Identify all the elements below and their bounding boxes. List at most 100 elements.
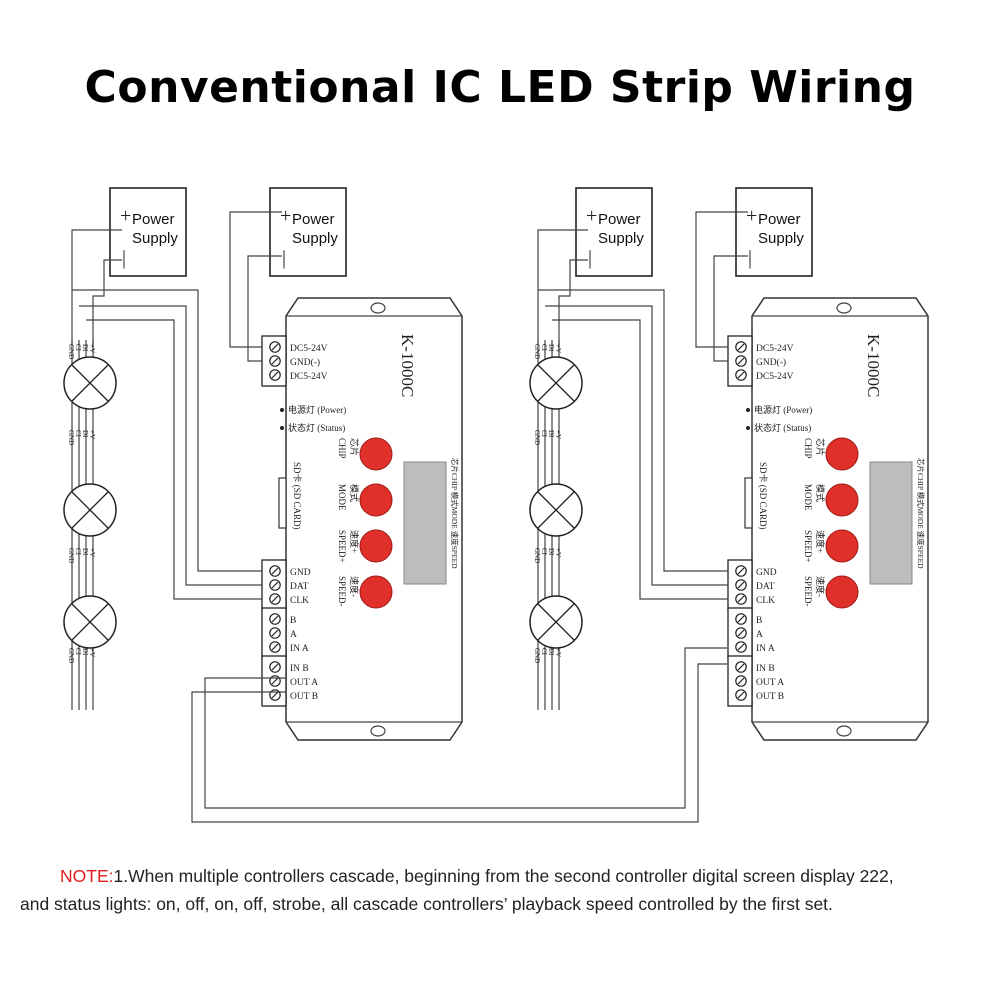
power-supply-label-line2: Supply xyxy=(758,230,804,247)
strip-wire-label: CI xyxy=(74,430,82,438)
button-label-cn: 速度+ xyxy=(349,530,360,553)
strip-wire-label: DI xyxy=(81,430,89,438)
strip-wire-label: GND xyxy=(533,548,541,563)
indicator-label: 电源灯 (Power) xyxy=(288,404,346,415)
controller-power-plus-wire xyxy=(229,211,282,348)
plus-sign: + xyxy=(746,205,757,227)
terminal-screw-slot xyxy=(737,567,745,575)
minus-sign: | xyxy=(588,247,592,269)
terminal-screw-slot xyxy=(737,595,745,603)
strip-wire-label: CI xyxy=(74,548,82,556)
terminal-label: DC5-24V xyxy=(290,344,328,354)
strip-wire-label: +V xyxy=(554,344,562,353)
terminal-screw-slot xyxy=(737,357,745,365)
button-speed-icon xyxy=(825,529,859,563)
strip-wire-label: GND xyxy=(67,344,75,359)
button-speed-icon xyxy=(359,529,393,563)
strip-wire-label: DI xyxy=(547,430,555,438)
terminal-label: GND(-) xyxy=(756,357,786,368)
strip-wire-label: GND xyxy=(533,344,541,359)
sd-card-label: SD卡 (SD CARD) xyxy=(292,462,303,530)
terminal-screw-slot xyxy=(737,343,745,351)
strip-power-plus-wire xyxy=(537,229,588,345)
terminal-label: IN B xyxy=(756,664,775,674)
sd-card-slot xyxy=(278,477,287,529)
strip-wire-label: DI xyxy=(547,648,555,656)
indicator-label: 电源灯 (Power) xyxy=(754,404,812,415)
mount-hole-top xyxy=(370,302,386,314)
power-supply-label-line1: Power xyxy=(132,211,175,228)
indicator-label: 状态灯 (Status) xyxy=(288,422,345,433)
minus-sign: | xyxy=(282,247,286,269)
strip-wire-label: +V xyxy=(88,548,96,557)
button-label-en: SPEED+ xyxy=(803,530,813,563)
indicator-label: 状态灯 (Status) xyxy=(754,422,811,433)
mount-hole-bottom xyxy=(836,725,852,737)
power-supply-label-line2: Supply xyxy=(598,230,644,247)
signal-clk-wire xyxy=(86,319,262,600)
strip-wire-label: CI xyxy=(540,648,548,656)
strip-power-minus-wire xyxy=(558,259,588,345)
button-speed-icon xyxy=(359,575,393,609)
note-text-1: 1.When multiple controllers cascade, beg… xyxy=(113,866,894,886)
button-label-en: MODE xyxy=(337,484,347,511)
button-label-cn: 芯片 xyxy=(349,438,360,456)
button-label-en: SPEED- xyxy=(337,576,347,607)
terminal-screw-slot xyxy=(271,581,279,589)
strip-wire-label: +V xyxy=(554,548,562,557)
terminal-label: B xyxy=(756,616,762,626)
button-label-cn: 模式 xyxy=(349,484,360,502)
power-supply-box xyxy=(575,187,653,277)
terminal-screw-slot xyxy=(271,643,279,651)
terminal-screw-slot xyxy=(271,343,279,351)
terminal-screw-slot xyxy=(737,615,745,623)
controller-power-plus-wire xyxy=(695,211,748,348)
terminal-label: GND xyxy=(290,568,311,578)
digital-screen xyxy=(869,461,913,585)
screen-side-label: 芯片CHIP 模式MODE 速度SPEED xyxy=(450,458,460,569)
note-line-1: NOTE:1.When multiple controllers cascade… xyxy=(20,866,990,887)
button-label-en: SPEED+ xyxy=(337,530,347,563)
terminal-label: OUT B xyxy=(756,692,784,702)
signal-gnd-wire xyxy=(538,289,728,572)
terminal-label: B xyxy=(290,616,296,626)
terminal-label: A xyxy=(290,630,297,640)
button-label-en: CHIP xyxy=(803,438,813,459)
strip-wire-label: GND xyxy=(533,648,541,663)
strip-wire-label: CI xyxy=(74,648,82,656)
strip-wire-label: DI xyxy=(547,548,555,556)
terminal-screw-slot xyxy=(737,581,745,589)
strip-wire-label: GND xyxy=(67,548,75,563)
terminal-screw-slot xyxy=(737,371,745,379)
led-pixel-cross xyxy=(537,364,575,402)
sd-card-slot xyxy=(744,477,753,529)
button-label-cn: 模式 xyxy=(815,484,826,502)
strip-wire-label: CI xyxy=(74,344,82,352)
minus-sign: | xyxy=(748,247,752,269)
plus-sign: + xyxy=(586,205,597,227)
power-supply-label-line1: Power xyxy=(292,211,335,228)
controller-power-minus-wire xyxy=(247,255,282,362)
button-mode-icon xyxy=(359,483,393,517)
indicator-led-icon xyxy=(280,408,284,412)
strip-power-minus-wire xyxy=(92,259,122,345)
power-supply-label-line2: Supply xyxy=(132,230,178,247)
signal-dat-wire xyxy=(545,305,728,586)
signal-dat-wire xyxy=(79,305,262,586)
strip-wire-label: DI xyxy=(81,548,89,556)
strip-wire-label: GND xyxy=(67,648,75,663)
button-chip-icon xyxy=(359,437,393,471)
terminal-screw-slot xyxy=(271,677,279,685)
strip-wire-label: +V xyxy=(554,648,562,657)
terminal-label: CLK xyxy=(756,596,775,606)
terminal-screw-slot xyxy=(737,629,745,637)
note-prefix: NOTE: xyxy=(60,866,114,886)
power-supply-box xyxy=(269,187,347,277)
power-supply-box xyxy=(735,187,813,277)
indicator-led-icon xyxy=(746,426,750,430)
minus-sign: | xyxy=(122,247,126,269)
controller-body xyxy=(285,297,463,741)
